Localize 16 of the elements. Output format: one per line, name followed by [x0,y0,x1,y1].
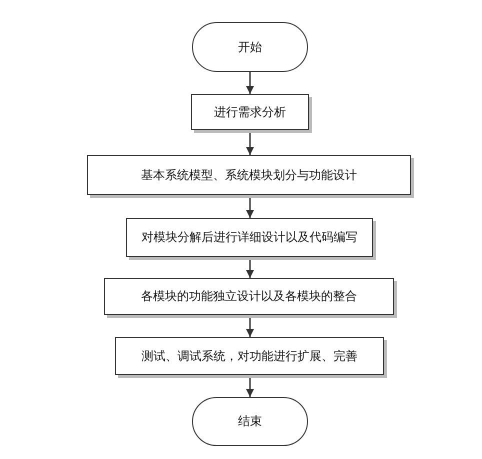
node-label: 基本系统模型、系统模块划分与功能设计 [141,166,357,184]
process-box [104,278,394,315]
arrow [246,257,254,278]
node-label: 进行需求分析 [214,104,286,120]
process-box [191,94,309,130]
process-box [87,155,411,195]
terminal-pill [192,397,308,446]
terminal-pill [192,22,308,72]
arrow [246,72,254,94]
node-label: 对模块分解后进行详细设计以及代码编写 [142,229,358,246]
node-label: 结束 [238,413,262,430]
node-label: 各模块的功能独立设计以及各模块的整合 [141,288,357,305]
node-label: 测试、调试系统，对功能进行扩展、完善 [142,348,358,364]
process-box [115,337,384,375]
process-box [126,218,373,257]
node-label: 开始 [238,38,262,56]
